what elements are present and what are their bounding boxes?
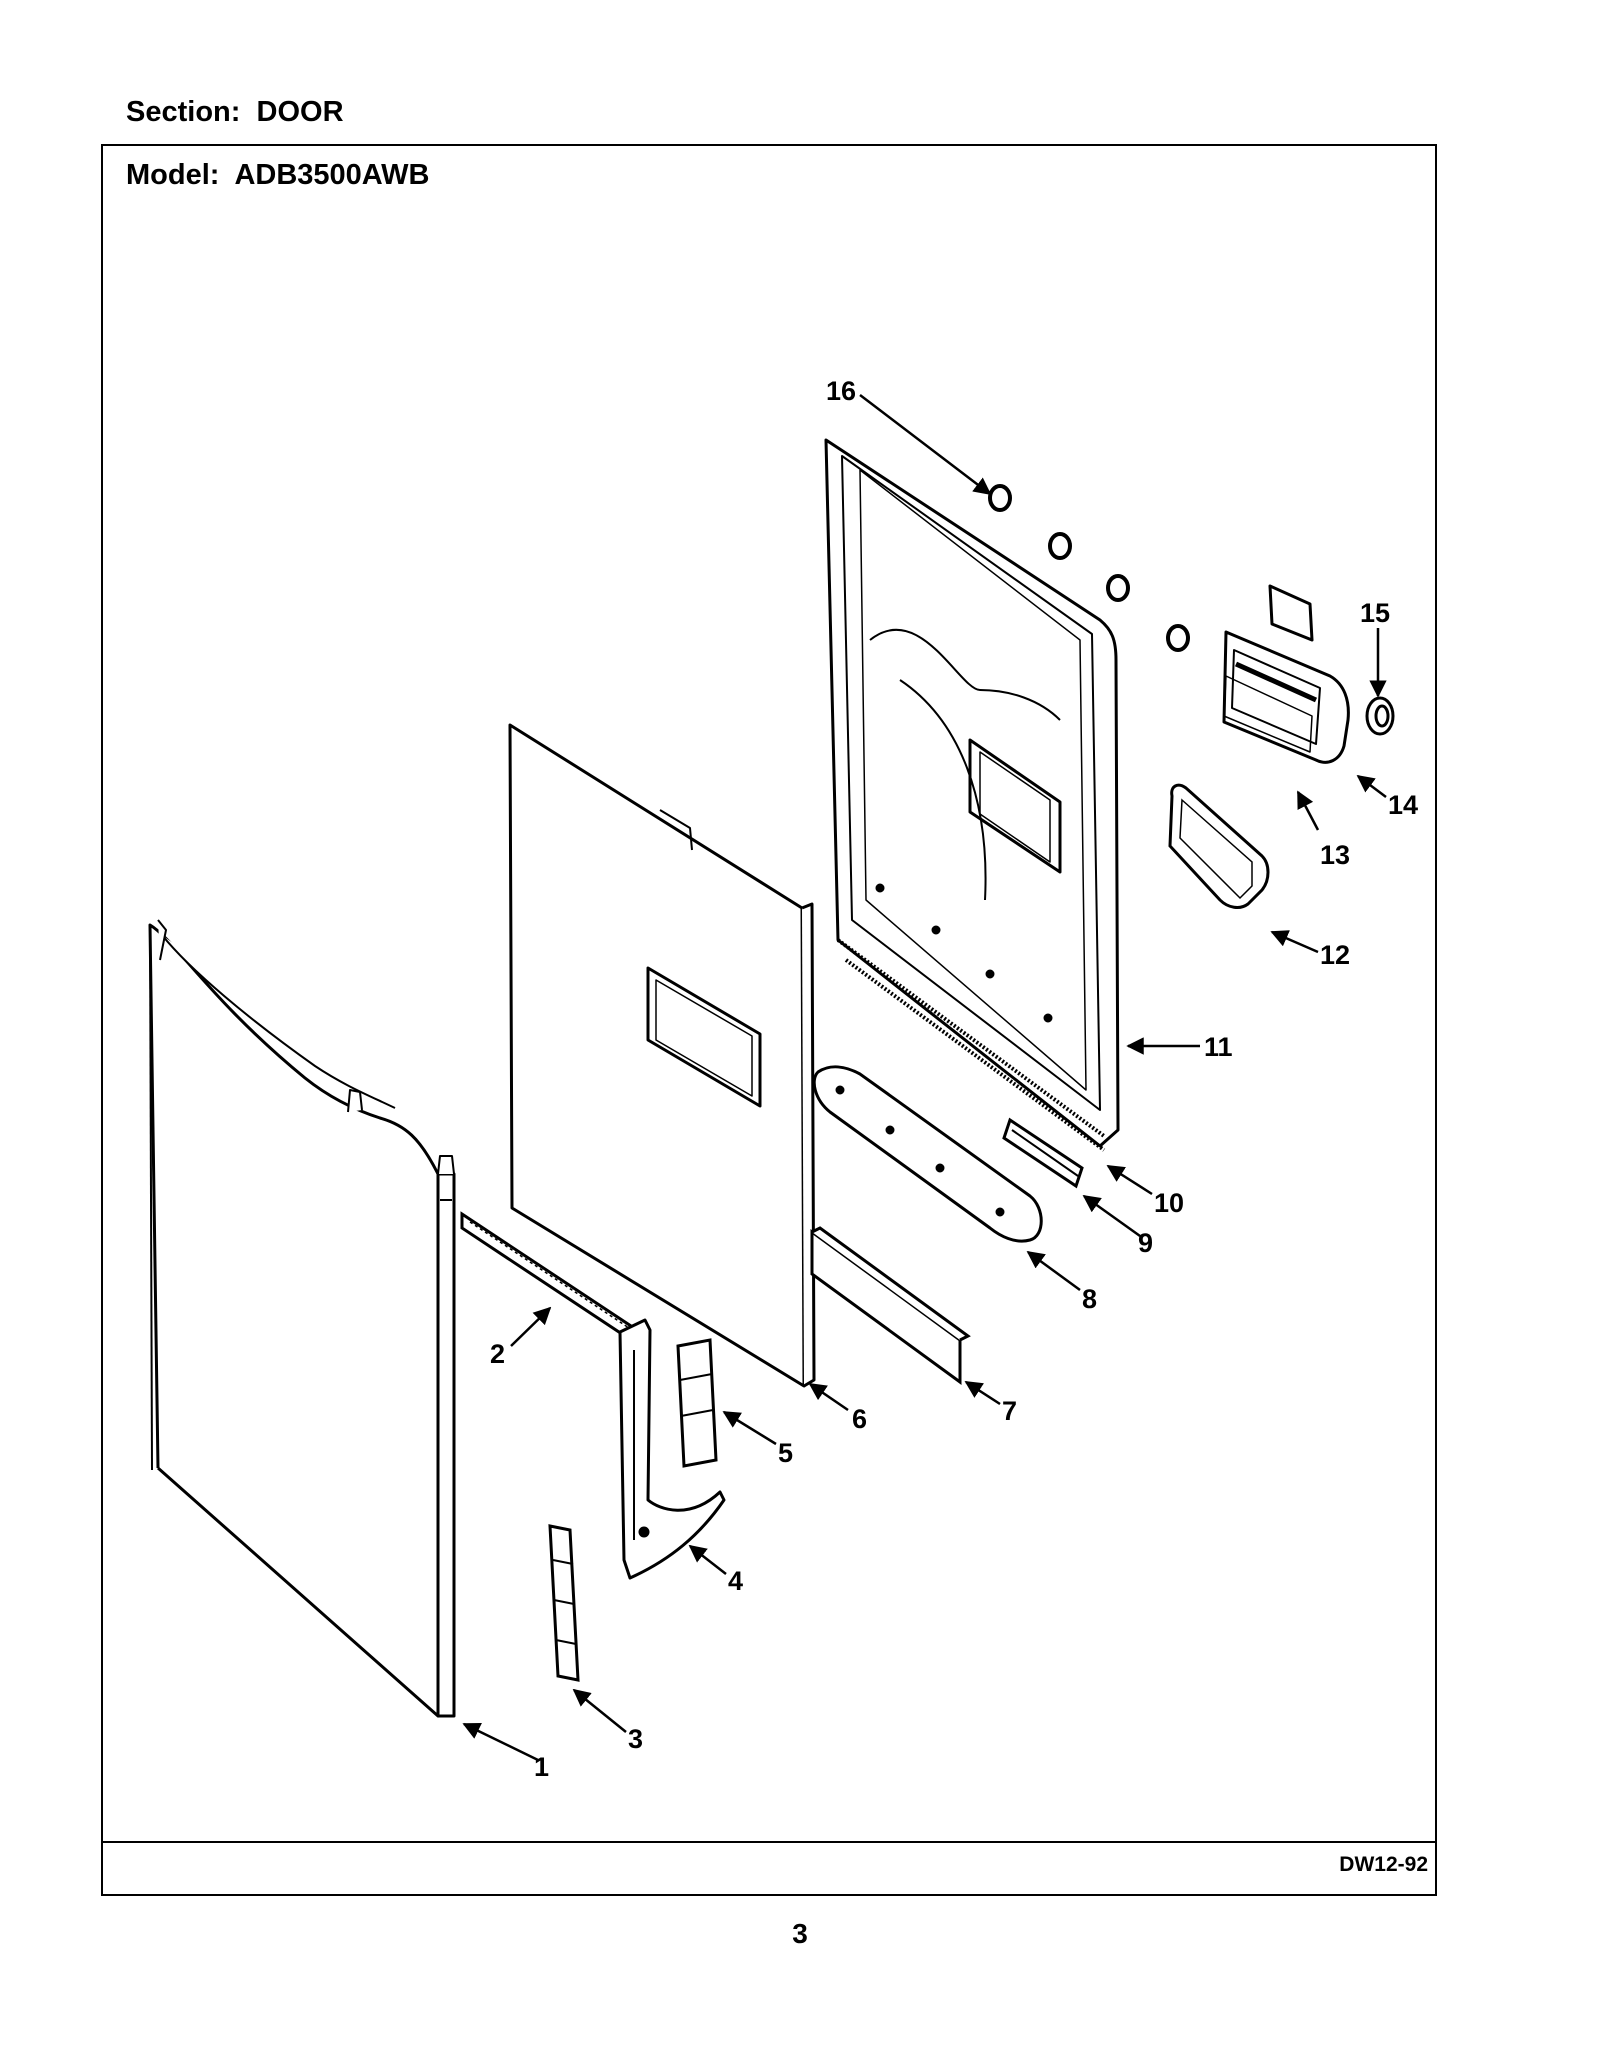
callout-numbers: 1 2 3 4 5 6 7 8 9 10 11 12 13 14 15 16 [490,376,1418,1782]
drawing-code: DW12-92 [1339,1853,1428,1876]
part-outer-door-panel [148,919,456,1718]
part-inner-door-liner [824,438,1120,1152]
part-dispenser-knob [1365,696,1395,736]
leader-lines [462,394,1387,1762]
diagram-frame [101,144,1437,1896]
part-dispenser-gasket [1168,783,1270,909]
callout-5: 5 [778,1438,793,1468]
callout-4: 4 [728,1566,743,1596]
part-lower-strip [810,1226,971,1385]
part-bumper-plugs [988,484,1190,652]
callout-8: 8 [1082,1284,1097,1314]
callout-6: 6 [852,1404,867,1434]
part-clip [1002,1117,1084,1189]
callout-13: 13 [1320,840,1350,870]
callout-12: 12 [1320,940,1350,970]
callout-7: 7 [1002,1396,1017,1426]
callout-9: 9 [1138,1228,1153,1258]
part-dispenser-assembly [1222,584,1350,764]
part-bumper [676,1338,718,1468]
callout-16: 16 [826,376,856,406]
page-number: 3 [792,1918,808,1949]
callout-10: 10 [1154,1188,1184,1218]
section-title: Section: DOOR [126,96,344,128]
callout-14: 14 [1388,790,1418,820]
part-side-bracket [618,1318,726,1580]
callout-2: 2 [490,1339,505,1369]
part-small-bracket [548,1524,580,1682]
callout-1: 1 [534,1752,549,1782]
callout-3: 3 [628,1724,643,1754]
callout-15: 15 [1360,598,1390,628]
part-vent-cover [812,1065,1043,1243]
footer-divider [101,1841,1437,1843]
callout-11: 11 [1204,1032,1233,1062]
model-title: Model: ADB3500AWB [126,159,430,191]
